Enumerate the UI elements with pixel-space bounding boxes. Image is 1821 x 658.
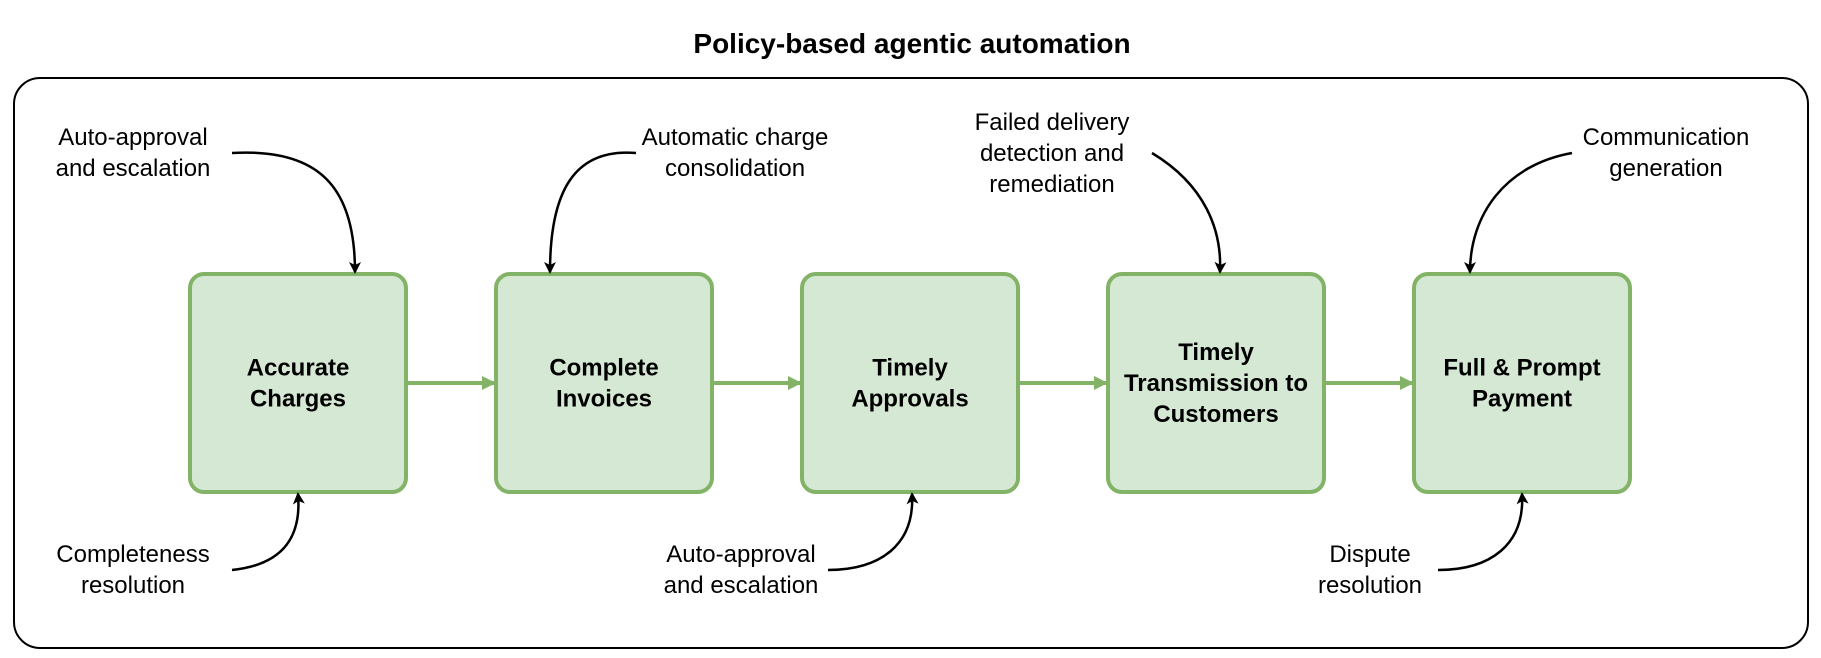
annotation-arrow — [1437, 492, 1529, 572]
annotation-arrow — [1464, 151, 1573, 274]
annotation-arrow — [1151, 151, 1227, 274]
annotation-text: remediation — [989, 171, 1114, 198]
annotation-text: Communication — [1583, 124, 1750, 151]
step-box — [188, 272, 408, 494]
step-box — [1106, 272, 1326, 494]
annotation-text: Completeness — [56, 541, 209, 568]
annotation: Failed delivery detection and remediation — [975, 109, 1130, 198]
annotation-text: and escalation — [56, 155, 211, 182]
step-label: Transmission to — [1124, 370, 1308, 397]
annotation-arrow — [827, 492, 919, 572]
annotation-arrow — [231, 492, 305, 572]
step-label: Approvals — [851, 386, 968, 413]
annotation-text: Automatic charge — [642, 124, 829, 151]
step-label: Accurate — [247, 355, 350, 382]
annotation-text: detection and — [980, 140, 1124, 167]
step-label: Invoices — [556, 386, 652, 413]
annotation-arrow — [544, 151, 637, 274]
step-label: Charges — [250, 386, 346, 413]
step-label: Customers — [1153, 401, 1278, 428]
annotation-text: and escalation — [664, 572, 819, 599]
annotation-text: Auto-approval — [666, 541, 815, 568]
annotation-text: Auto-approval — [58, 124, 207, 151]
annotation: Auto-approval and escalation — [664, 541, 819, 599]
annotation: Dispute resolution — [1318, 541, 1422, 599]
step-label: Full & Prompt — [1443, 355, 1600, 382]
step-label: Complete — [549, 355, 658, 382]
annotation-text: resolution — [1318, 572, 1422, 599]
annotation: Completeness resolution — [56, 541, 209, 599]
annotation: Auto-approval and escalation — [56, 124, 211, 182]
step-label: Timely — [1178, 339, 1254, 366]
diagram-frame — [13, 77, 1809, 649]
step-box — [1412, 272, 1632, 494]
annotation-text: Failed delivery — [975, 109, 1130, 136]
annotations: Auto-approval and escalation Automatic cha… — [56, 109, 1750, 599]
step-box — [494, 272, 714, 494]
step-box — [800, 272, 1020, 494]
annotation-arrows — [231, 151, 1573, 572]
annotation-text: resolution — [81, 572, 185, 599]
step-label: Timely — [872, 355, 948, 382]
annotation: Automatic charge consolidation — [642, 124, 829, 182]
step-label: Payment — [1472, 386, 1572, 413]
annotation-text: consolidation — [665, 155, 805, 182]
diagram-title: Policy-based agentic automation — [693, 28, 1130, 59]
annotation-text: Dispute — [1329, 541, 1410, 568]
annotation: Communication generation — [1583, 124, 1750, 182]
annotation-arrow — [231, 151, 361, 274]
annotation-text: generation — [1609, 155, 1722, 182]
